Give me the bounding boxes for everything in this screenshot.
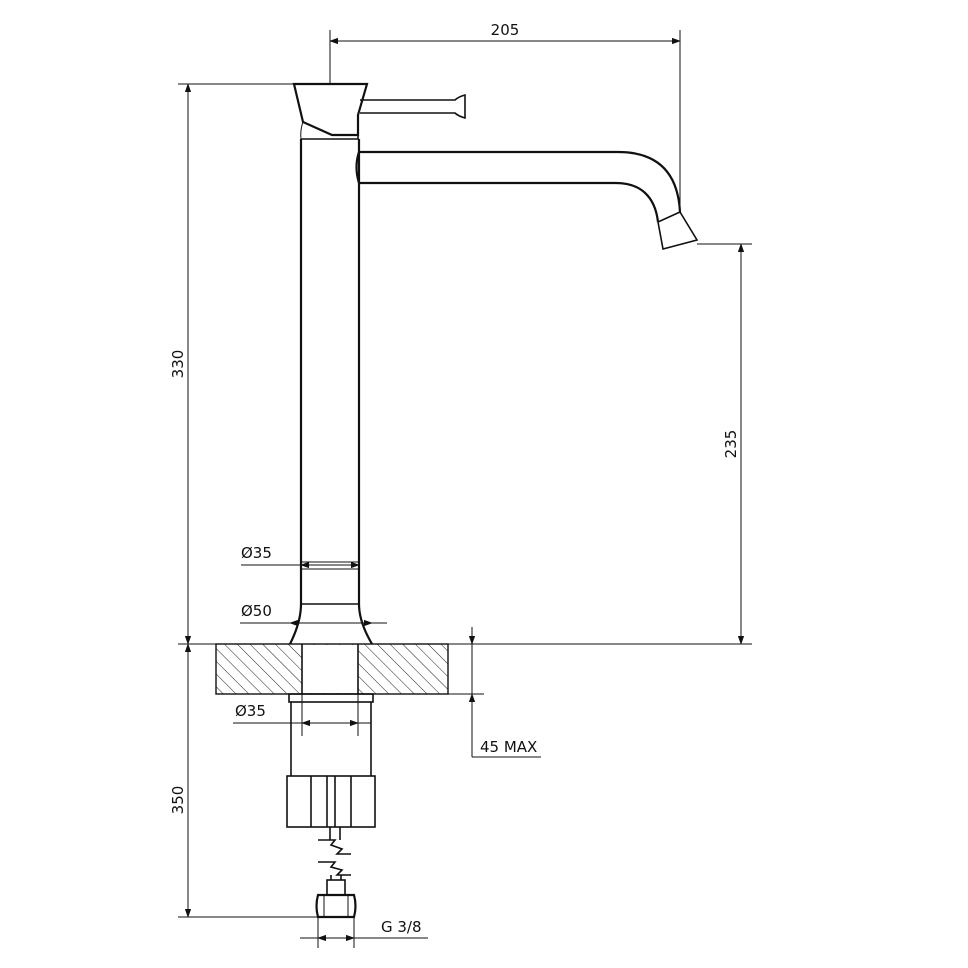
spout bbox=[355, 150, 699, 250]
lever-handle bbox=[292, 82, 466, 140]
base-diameter-label: Ø50 bbox=[241, 602, 272, 620]
spout-height-label: 235 bbox=[722, 430, 740, 459]
dimension-shank-diameter: Ø35 bbox=[233, 694, 371, 736]
dimension-supply-length: 350 bbox=[169, 643, 318, 918]
shank-diameter-label: Ø35 bbox=[235, 702, 266, 720]
total-height-label: 330 bbox=[169, 350, 187, 379]
dimension-base-diameter: Ø50 bbox=[240, 602, 387, 627]
connection-thread-label: G 3/8 bbox=[381, 918, 422, 936]
dimension-total-height: 330 bbox=[169, 83, 294, 645]
dimension-connection-thread: G 3/8 bbox=[300, 917, 428, 948]
body-diameter-label: Ø35 bbox=[241, 544, 272, 562]
dimension-deck-thickness: 45 MAX bbox=[448, 627, 541, 758]
deck-thickness-label: 45 MAX bbox=[480, 738, 537, 756]
mounting-shank bbox=[286, 693, 376, 828]
faucet-body bbox=[289, 138, 373, 645]
dimension-body-diameter: Ø35 bbox=[241, 544, 360, 569]
spout-reach-label: 205 bbox=[491, 21, 520, 39]
dimension-spout-height: 235 bbox=[448, 243, 752, 645]
supply-hose bbox=[315, 827, 357, 919]
dimension-spout-reach: 205 bbox=[329, 21, 681, 212]
countertop-section bbox=[215, 643, 449, 695]
supply-length-label: 350 bbox=[169, 786, 187, 815]
